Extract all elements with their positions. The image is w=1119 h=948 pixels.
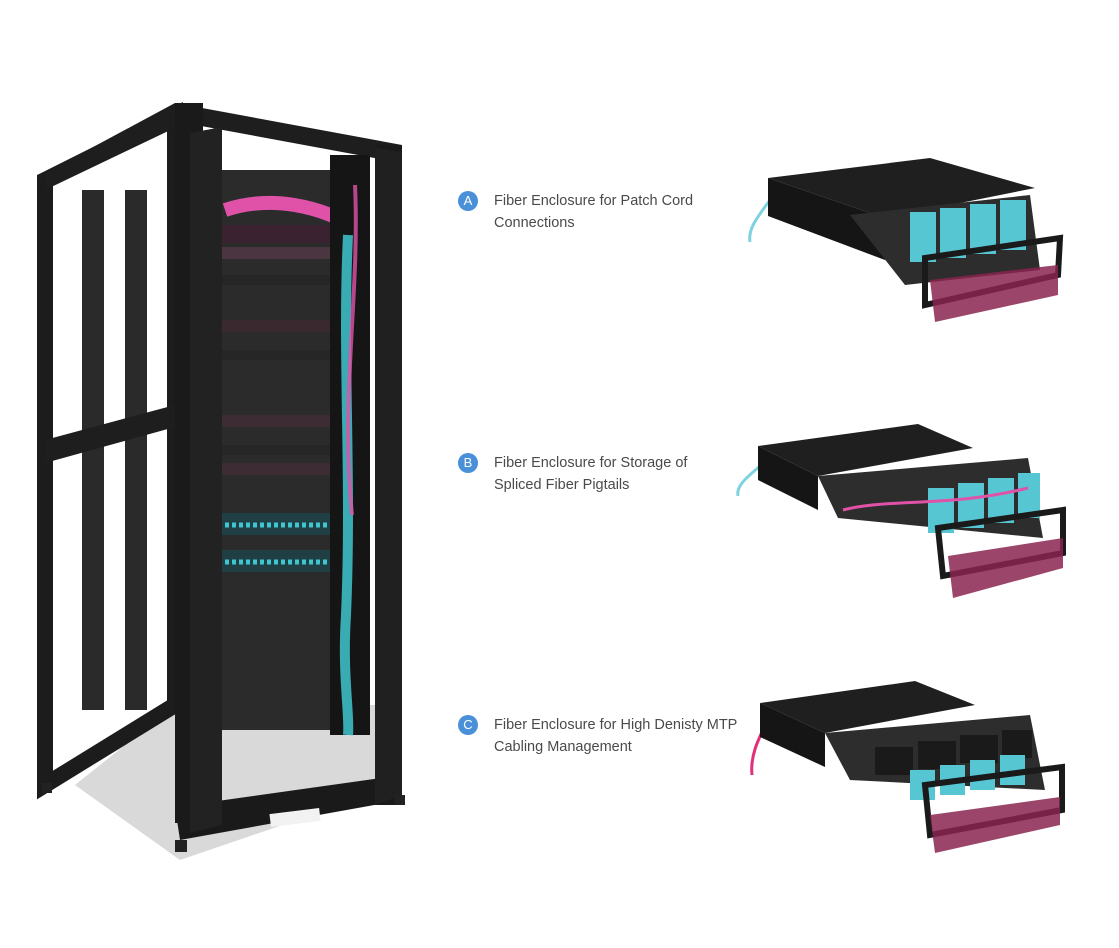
enclosure-c-image bbox=[750, 681, 1065, 853]
feature-item-b: B Fiber Enclosure for Storage of Spliced… bbox=[458, 452, 687, 496]
feature-item-a: A Fiber Enclosure for Patch Cord Connect… bbox=[458, 190, 693, 234]
feature-label-c: Fiber Enclosure for High Denisty MTP Cab… bbox=[494, 717, 738, 755]
feature-item-c: C Fiber Enclosure for High Denisty MTP C… bbox=[458, 714, 737, 758]
server-rack-image bbox=[37, 102, 405, 860]
badge-b: B bbox=[458, 453, 478, 473]
badge-c: C bbox=[458, 715, 478, 735]
badge-a: A bbox=[458, 191, 478, 211]
enclosure-a-image bbox=[748, 158, 1064, 322]
feature-label-a: Fiber Enclosure for Patch Cord Connectio… bbox=[494, 193, 694, 231]
enclosure-b-image bbox=[736, 424, 1066, 598]
feature-label-b: Fiber Enclosure for Storage of Spliced F… bbox=[494, 455, 688, 493]
